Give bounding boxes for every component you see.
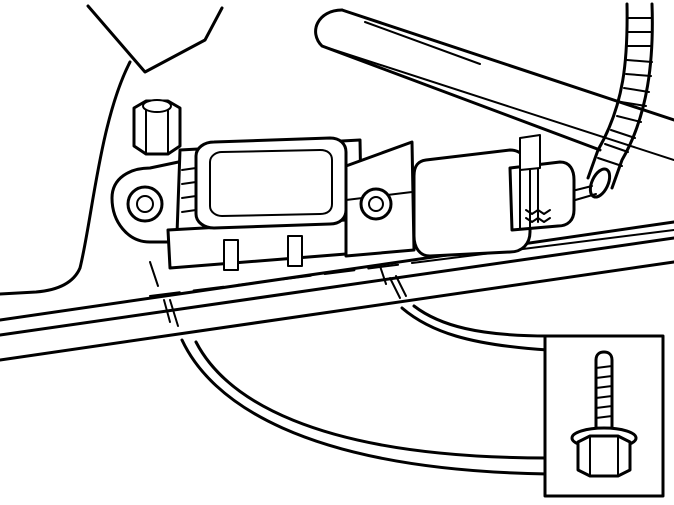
body-panel-outline [0, 4, 224, 296]
mounting-hole-left [126, 185, 164, 223]
mounting-hole-right [359, 187, 393, 221]
module-housing [110, 136, 416, 271]
electrical-connector [412, 134, 576, 258]
leader-lines [180, 304, 550, 476]
mounting-stud [132, 99, 182, 156]
wiring-harness [559, 2, 654, 204]
floor-rails [0, 220, 674, 362]
mounting-bolt [570, 350, 638, 478]
background-tube [314, 8, 674, 161]
locator-marks [149, 261, 407, 327]
